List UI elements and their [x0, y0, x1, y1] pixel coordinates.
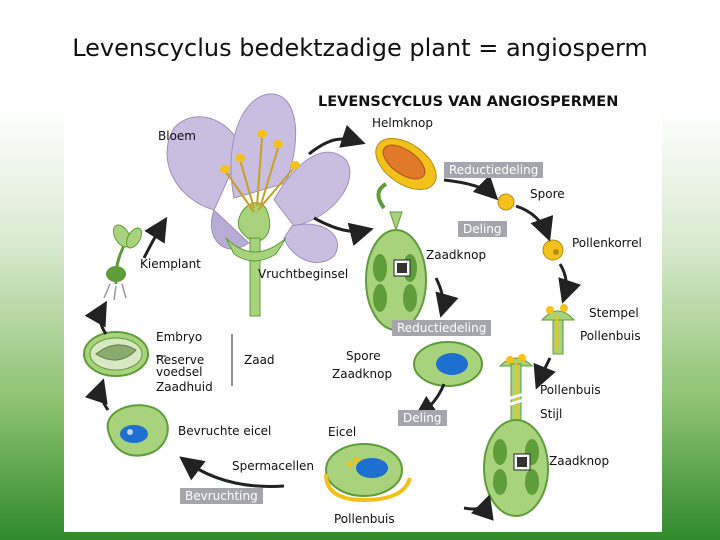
flower-illustration — [166, 93, 351, 317]
stage-reductiedeling-mid: Reductiedeling — [392, 320, 492, 336]
label-spermacellen: Spermacellen — [232, 459, 315, 473]
label-pollenkorrel: Pollenkorrel — [572, 236, 642, 250]
stage-bevruchting: Bevruchting — [180, 488, 263, 504]
label-reserve: Reserve — [156, 353, 205, 367]
label-pollenbuis-bottom: Pollenbuis — [334, 512, 395, 526]
seed-illustration — [83, 331, 149, 377]
pistil-illustration — [483, 354, 549, 517]
stigma-illustration — [540, 304, 576, 355]
label-zaadknop-top: Zaadknop — [426, 248, 487, 262]
stage-deling-top: Deling — [458, 221, 507, 237]
label-spore-top: Spore — [530, 187, 565, 201]
ovule-bottom-illustration — [324, 443, 412, 503]
ovary-illustration — [365, 211, 427, 331]
cycle-arrows — [84, 124, 582, 521]
label-zaadknop-mid: Zaadknop — [332, 367, 393, 381]
label-pollenbuis-right: Pollenbuis — [580, 329, 641, 343]
diagram-panel: LEVENSCYCLUS VAN ANGIOSPERMEN Bloem Helm… — [64, 88, 662, 532]
label-bevruchte-eicel: Bevruchte eicel — [178, 424, 272, 438]
label-vruchtbeginsel: Vruchtbeginsel — [258, 267, 349, 281]
label-zaad: Zaad — [244, 353, 275, 367]
slide-title: Levenscyclus bedektzadige plant = angios… — [72, 34, 648, 62]
label-bloem: Bloem — [158, 129, 196, 143]
label-voedsel: voedsel — [156, 365, 203, 379]
stage-reductiedeling-top: Reductiedeling — [444, 162, 544, 178]
stage-deling-mid: Deling — [398, 410, 447, 426]
label-stijl: Stijl — [540, 407, 563, 421]
label-spore-mid: Spore — [346, 349, 381, 363]
diagram-heading: LEVENSCYCLUS VAN ANGIOSPERMEN — [318, 94, 619, 110]
label-zaadhuid: Zaadhuid — [156, 380, 213, 394]
life-cycle-illustration — [83, 93, 582, 521]
pollen-grain-illustration — [542, 239, 564, 261]
label-embryo: Embryo — [156, 330, 203, 344]
fertilized-egg-illustration — [106, 404, 169, 457]
label-stempel: Stempel — [589, 306, 639, 320]
seedling-illustration — [103, 224, 143, 301]
label-zaadknop-bottom: Zaadknop — [549, 454, 610, 468]
label-eicel: Eicel — [328, 425, 357, 439]
label-pollenbuis-mid: Pollenbuis — [540, 383, 601, 397]
label-kiemplant: Kiemplant — [140, 257, 201, 271]
spore-illustration — [497, 193, 515, 211]
anther-illustration — [375, 138, 437, 210]
label-helmknop: Helmknop — [372, 116, 433, 130]
ovule-middle-illustration — [413, 341, 483, 387]
